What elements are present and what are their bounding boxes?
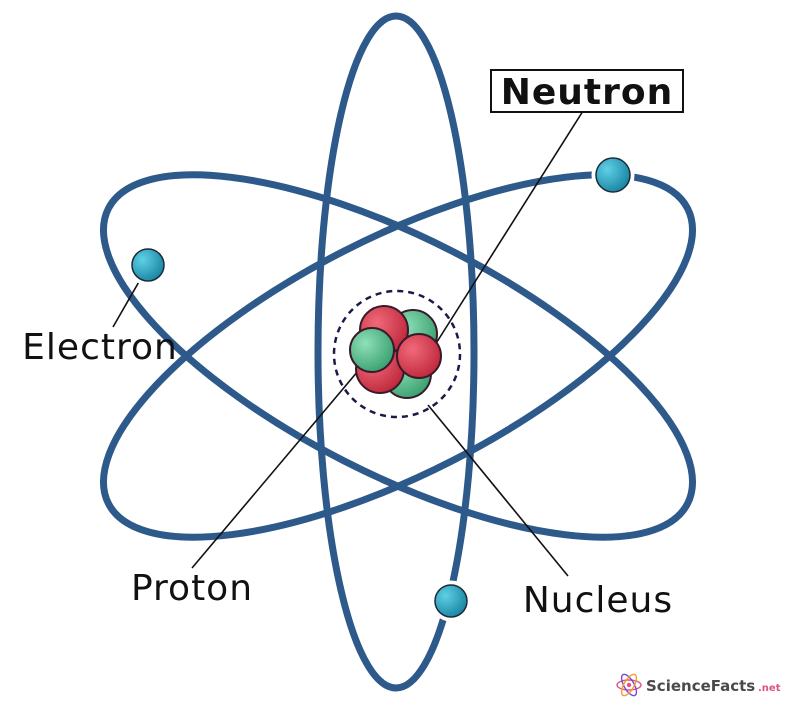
leader-line-neutron: [434, 110, 584, 346]
brand-name: ScienceFacts: [646, 677, 755, 695]
electron-particle-left-outline: [131, 248, 165, 282]
electron-particle-top-right-outline: [595, 157, 631, 193]
proton-particle: [396, 333, 442, 379]
neutron-label: Neutron: [501, 72, 674, 113]
leader-line-proton: [191, 357, 370, 569]
nucleus: [349, 305, 442, 399]
electron-label: Electron: [22, 327, 178, 368]
leader-line-nucleus: [427, 404, 569, 577]
brand-logo: ScienceFacts .net: [616, 673, 781, 697]
leader-line-electron: [112, 279, 141, 328]
electron-particle-top-right: [591, 153, 635, 197]
orbit-right-tilted: [100, 171, 696, 541]
orbit-left-tilted: [100, 171, 696, 541]
orbits: [100, 12, 696, 692]
orbit-vertical: [314, 12, 478, 692]
electrons: [127, 153, 635, 622]
neutron-particle: [349, 327, 395, 373]
atom-icon: [616, 673, 642, 697]
electron-particle-bottom-outline: [434, 584, 468, 618]
proton-label: Proton: [131, 568, 253, 609]
brand-suffix: .net: [758, 683, 781, 694]
nucleus-boundary: [332, 289, 462, 419]
nucleus-label: Nucleus: [523, 580, 673, 621]
electron-particle-left: [127, 244, 169, 286]
neutron-label-box: [490, 69, 684, 113]
electron-particle-bottom: [430, 580, 472, 622]
leader-lines: [112, 110, 584, 577]
